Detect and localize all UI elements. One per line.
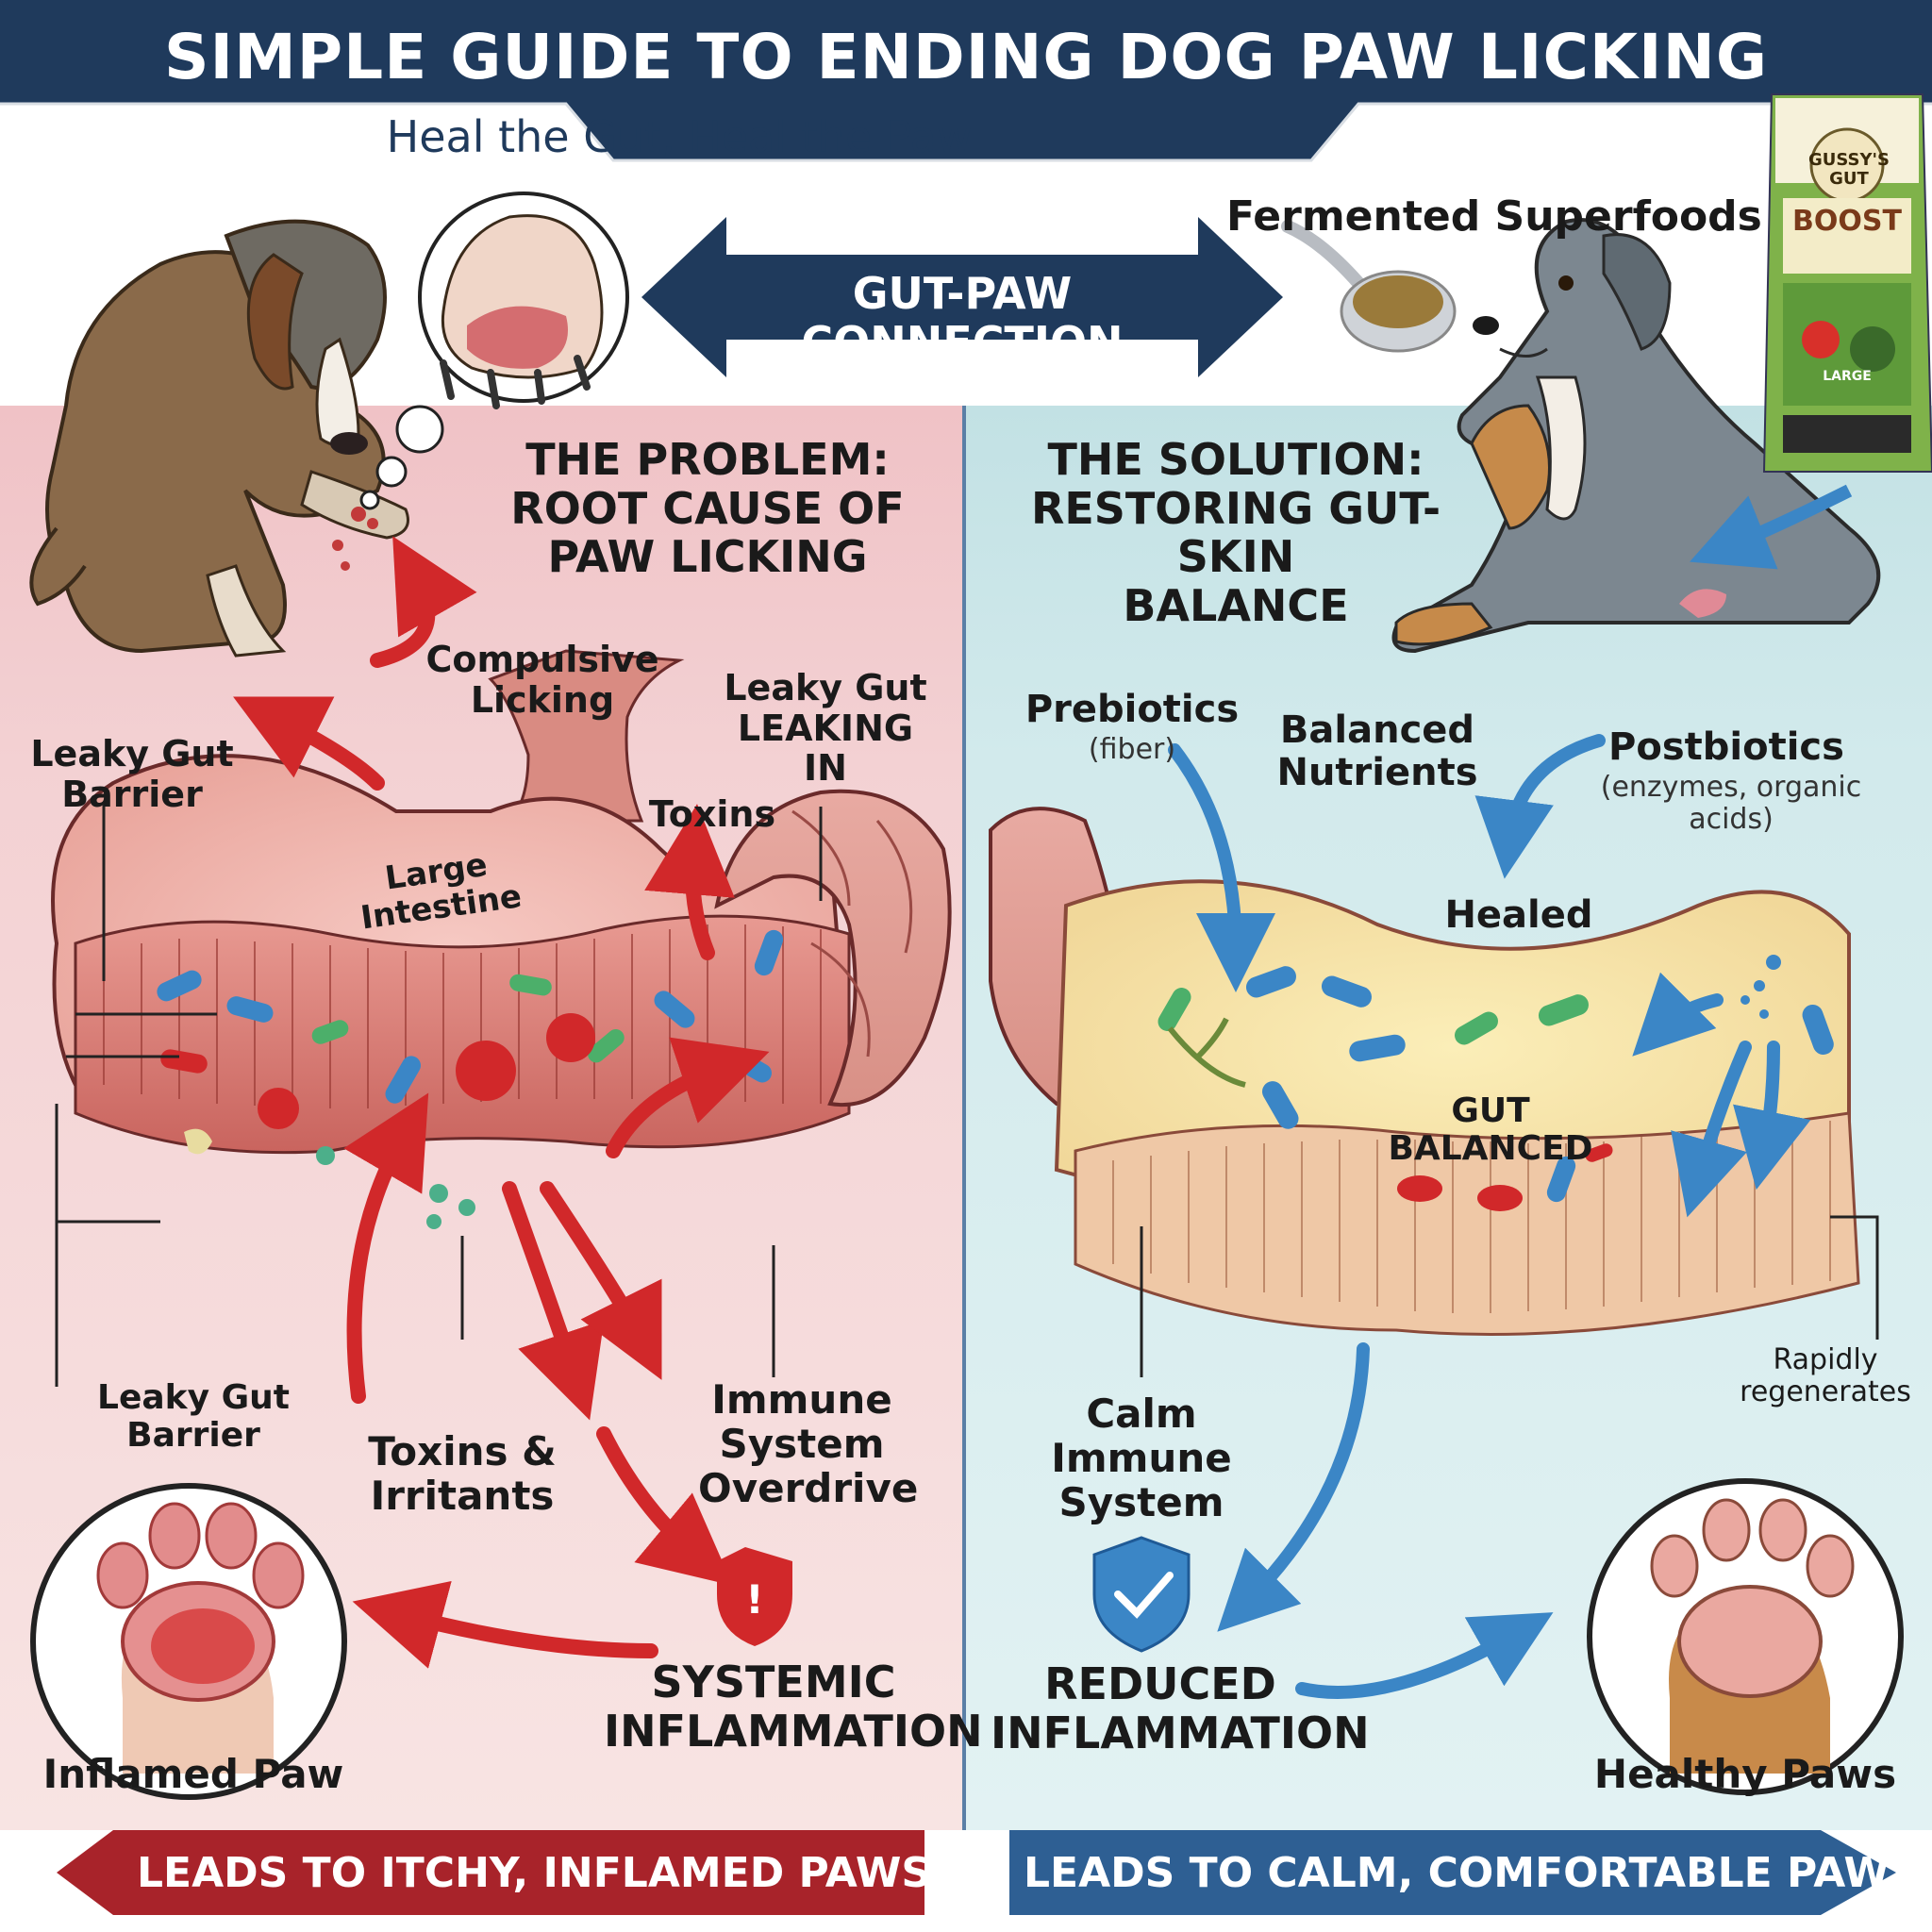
inflammation-arrows xyxy=(233,536,770,1669)
header-banner xyxy=(0,0,1932,160)
label-toxins: Toxins xyxy=(648,793,776,835)
label-leaky-gut-leaking-in: Leaky Gut LEAKING IN xyxy=(717,668,934,789)
product-name: BOOST xyxy=(1792,205,1902,238)
solution-heading: THE SOLUTION: RESTORING GUT-SKIN BALANCE xyxy=(1009,434,1462,631)
solution-heading-line1: THE SOLUTION: xyxy=(1047,434,1424,485)
product-caption: Fermented Superfoods xyxy=(1226,192,1762,241)
label-leaky-gut-barrier-top-line2: Barrier xyxy=(61,773,203,815)
label-rapidly-regenerates-line2: regenerates xyxy=(1740,1374,1911,1408)
gut-paw-connection-label: GUT-PAW CONNECTION xyxy=(801,268,1124,368)
label-reduced-inflammation-line1: REDUCED xyxy=(1044,1658,1276,1709)
svg-text:!: ! xyxy=(745,1576,763,1623)
healthy-paw-icon xyxy=(1587,1478,1904,1795)
label-leaky-gut-barrier-bottom: Leaky Gut Barrier xyxy=(97,1378,290,1456)
spoon-illustration xyxy=(1281,220,1457,353)
inflamed-paw-icon xyxy=(30,1483,347,1800)
label-systemic-inflammation: SYSTEMIC INFLAMMATION xyxy=(604,1657,983,1757)
label-immune-overdrive-line3: Overdrive xyxy=(698,1465,919,1512)
label-rapidly-regenerates-line1: Rapidly xyxy=(1773,1343,1878,1376)
gut-paw-connection-arrow xyxy=(641,217,1283,377)
page-subtitle: Heal the Gut, Heal the Paw xyxy=(386,111,973,162)
label-leaky-gut-barrier-top: Leaky Gut Barrier xyxy=(28,734,236,814)
label-systemic-inflammation-line2: INFLAMMATION xyxy=(604,1705,983,1757)
label-immune-overdrive: Immune System Overdrive xyxy=(698,1376,919,1512)
problem-footer-ribbon xyxy=(57,1830,924,1915)
label-immune-overdrive-line2: System xyxy=(719,1421,885,1468)
label-calm-immune-system: Calm Immune System xyxy=(1000,1391,1283,1524)
product-brand: GUSSY'S GUT xyxy=(1807,150,1890,190)
label-prebiotics-note: (fiber) xyxy=(1088,733,1176,766)
label-postbiotics: Postbiotics xyxy=(1608,725,1844,769)
problem-heading: THE PROBLEM: ROOT CAUSE OF PAW LICKING xyxy=(500,434,915,583)
warning-shield-icon: ! xyxy=(717,1547,792,1646)
label-immune-overdrive-line1: Immune xyxy=(711,1376,892,1423)
label-healthy-paws: Healthy Paws xyxy=(1593,1751,1897,1797)
label-reduced-inflammation: REDUCED INFLAMMATION xyxy=(991,1658,1370,1758)
check-shield-icon xyxy=(1092,1536,1191,1653)
label-systemic-inflammation-line1: SYSTEMIC xyxy=(651,1657,896,1707)
label-toxins-irritants-line1: Toxins & xyxy=(368,1428,557,1474)
label-calm-immune-system-line2: System xyxy=(1058,1479,1224,1526)
solution-heading-line3: BALANCE xyxy=(1123,579,1349,631)
product-size: LARGE xyxy=(1823,369,1872,384)
label-reduced-inflammation-line2: INFLAMMATION xyxy=(991,1707,1370,1758)
label-healed: Healed xyxy=(1444,893,1593,937)
label-toxins-irritants-line2: Irritants xyxy=(370,1473,555,1520)
healthy-intestine-illustration xyxy=(989,807,1860,1336)
label-balanced-nutrients-line2: Nutrients xyxy=(1276,750,1478,794)
problem-heading-line2: ROOT CAUSE OF xyxy=(510,482,905,534)
label-leaky-gut-leaking-in-line2: LEAKING IN xyxy=(737,707,914,790)
label-leaky-gut-leaking-in-line1: Leaky Gut xyxy=(724,667,927,708)
label-leaky-gut-barrier-top-line1: Leaky Gut xyxy=(30,733,234,774)
product-bag xyxy=(1762,93,1932,473)
label-rapidly-regenerates: Rapidly regenerates xyxy=(1736,1344,1915,1407)
thought-bubble xyxy=(359,192,629,510)
label-inflamed-paw: Inflamed Paw xyxy=(42,1751,344,1797)
label-gut-balanced: GUT BALANCED xyxy=(1388,1091,1593,1169)
solution-footer-ribbon xyxy=(1009,1830,1896,1915)
problem-footer-text: LEADS TO ITCHY, INFLAMED PAWS xyxy=(137,1849,932,1897)
label-balanced-nutrients: Balanced Nutrients xyxy=(1259,709,1495,794)
problem-heading-line3: PAW LICKING xyxy=(547,531,868,583)
label-postbiotics-note: (enzymes, organic acids) xyxy=(1600,771,1862,836)
label-calm-immune-system-line1: Calm Immune xyxy=(1051,1391,1232,1482)
leader-lines xyxy=(55,802,1879,1387)
solution-footer-text: LEADS TO CALM, COMFORTABLE PAWS xyxy=(1024,1849,1920,1897)
healing-arrows xyxy=(1168,734,1811,1699)
label-compulsive-licking: Compulsive Licking xyxy=(425,639,659,721)
label-toxins-irritants: Toxins & Irritants xyxy=(363,1429,561,1518)
label-prebiotics: Prebiotics xyxy=(1024,688,1240,731)
page-title: SIMPLE GUIDE TO ENDING DOG PAW LICKING xyxy=(164,21,1768,93)
label-balanced-nutrients-line1: Balanced xyxy=(1279,708,1475,752)
solution-heading-line2: RESTORING GUT-SKIN xyxy=(1030,482,1441,583)
sad-dog-illustration xyxy=(29,219,409,658)
problem-heading-line1: THE PROBLEM: xyxy=(525,434,890,485)
